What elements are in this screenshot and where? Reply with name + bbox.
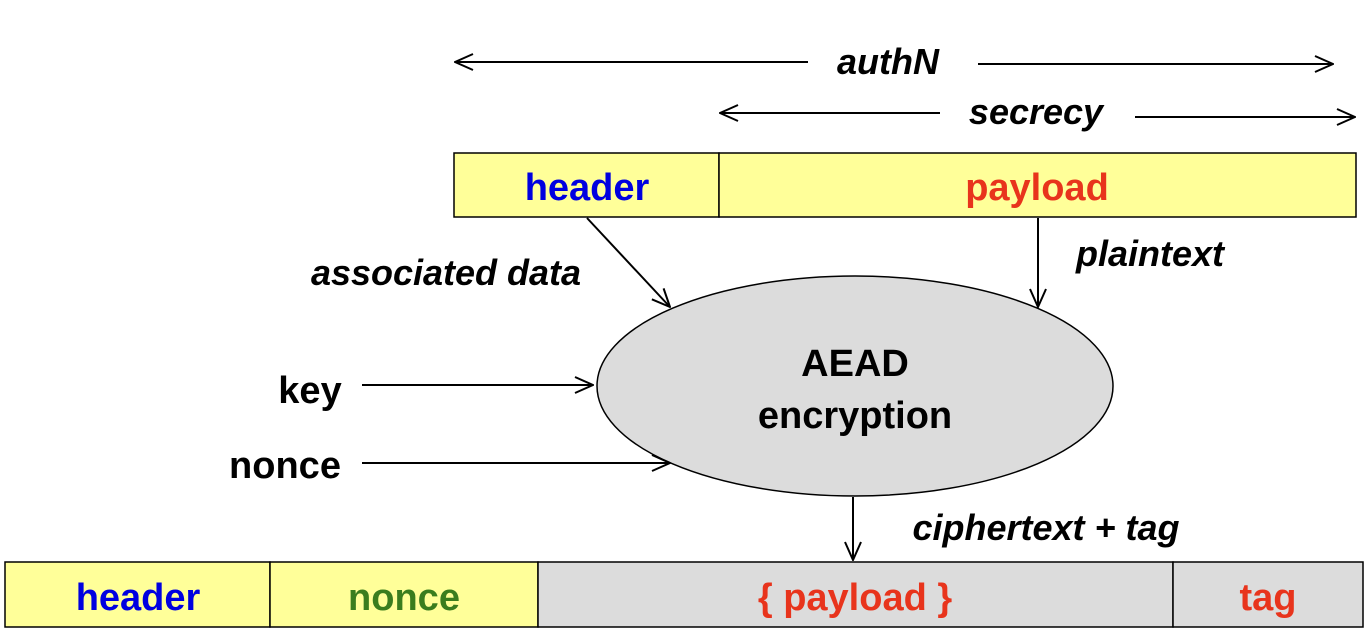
payload-box-top xyxy=(718,152,1357,218)
payload-top-text: payload xyxy=(965,167,1109,209)
plaintext-label: plaintext xyxy=(1075,233,1226,274)
payload-bottom-text: { payload } xyxy=(758,577,952,619)
header-bottom-text: header xyxy=(76,577,201,619)
aead-encryption-ellipse xyxy=(596,275,1114,497)
tag-bottom-text: tag xyxy=(1240,577,1297,619)
aead-label-line2: encryption xyxy=(758,395,952,437)
key-label: key xyxy=(278,370,341,412)
header-box-top xyxy=(453,152,720,218)
nonce-bottom-text: nonce xyxy=(348,577,460,619)
tag-box-bottom xyxy=(1172,561,1364,628)
header-top-text: header xyxy=(525,167,650,209)
authn-label: authN xyxy=(837,41,940,82)
secrecy-label: secrecy xyxy=(969,91,1105,132)
nonce-input-label: nonce xyxy=(229,445,341,487)
associated-data-arrow xyxy=(586,217,670,307)
ciphertext-tag-label: ciphertext + tag xyxy=(912,507,1179,548)
aead-label-line1: AEAD xyxy=(801,343,909,385)
associated-data-label: associated data xyxy=(311,252,581,293)
